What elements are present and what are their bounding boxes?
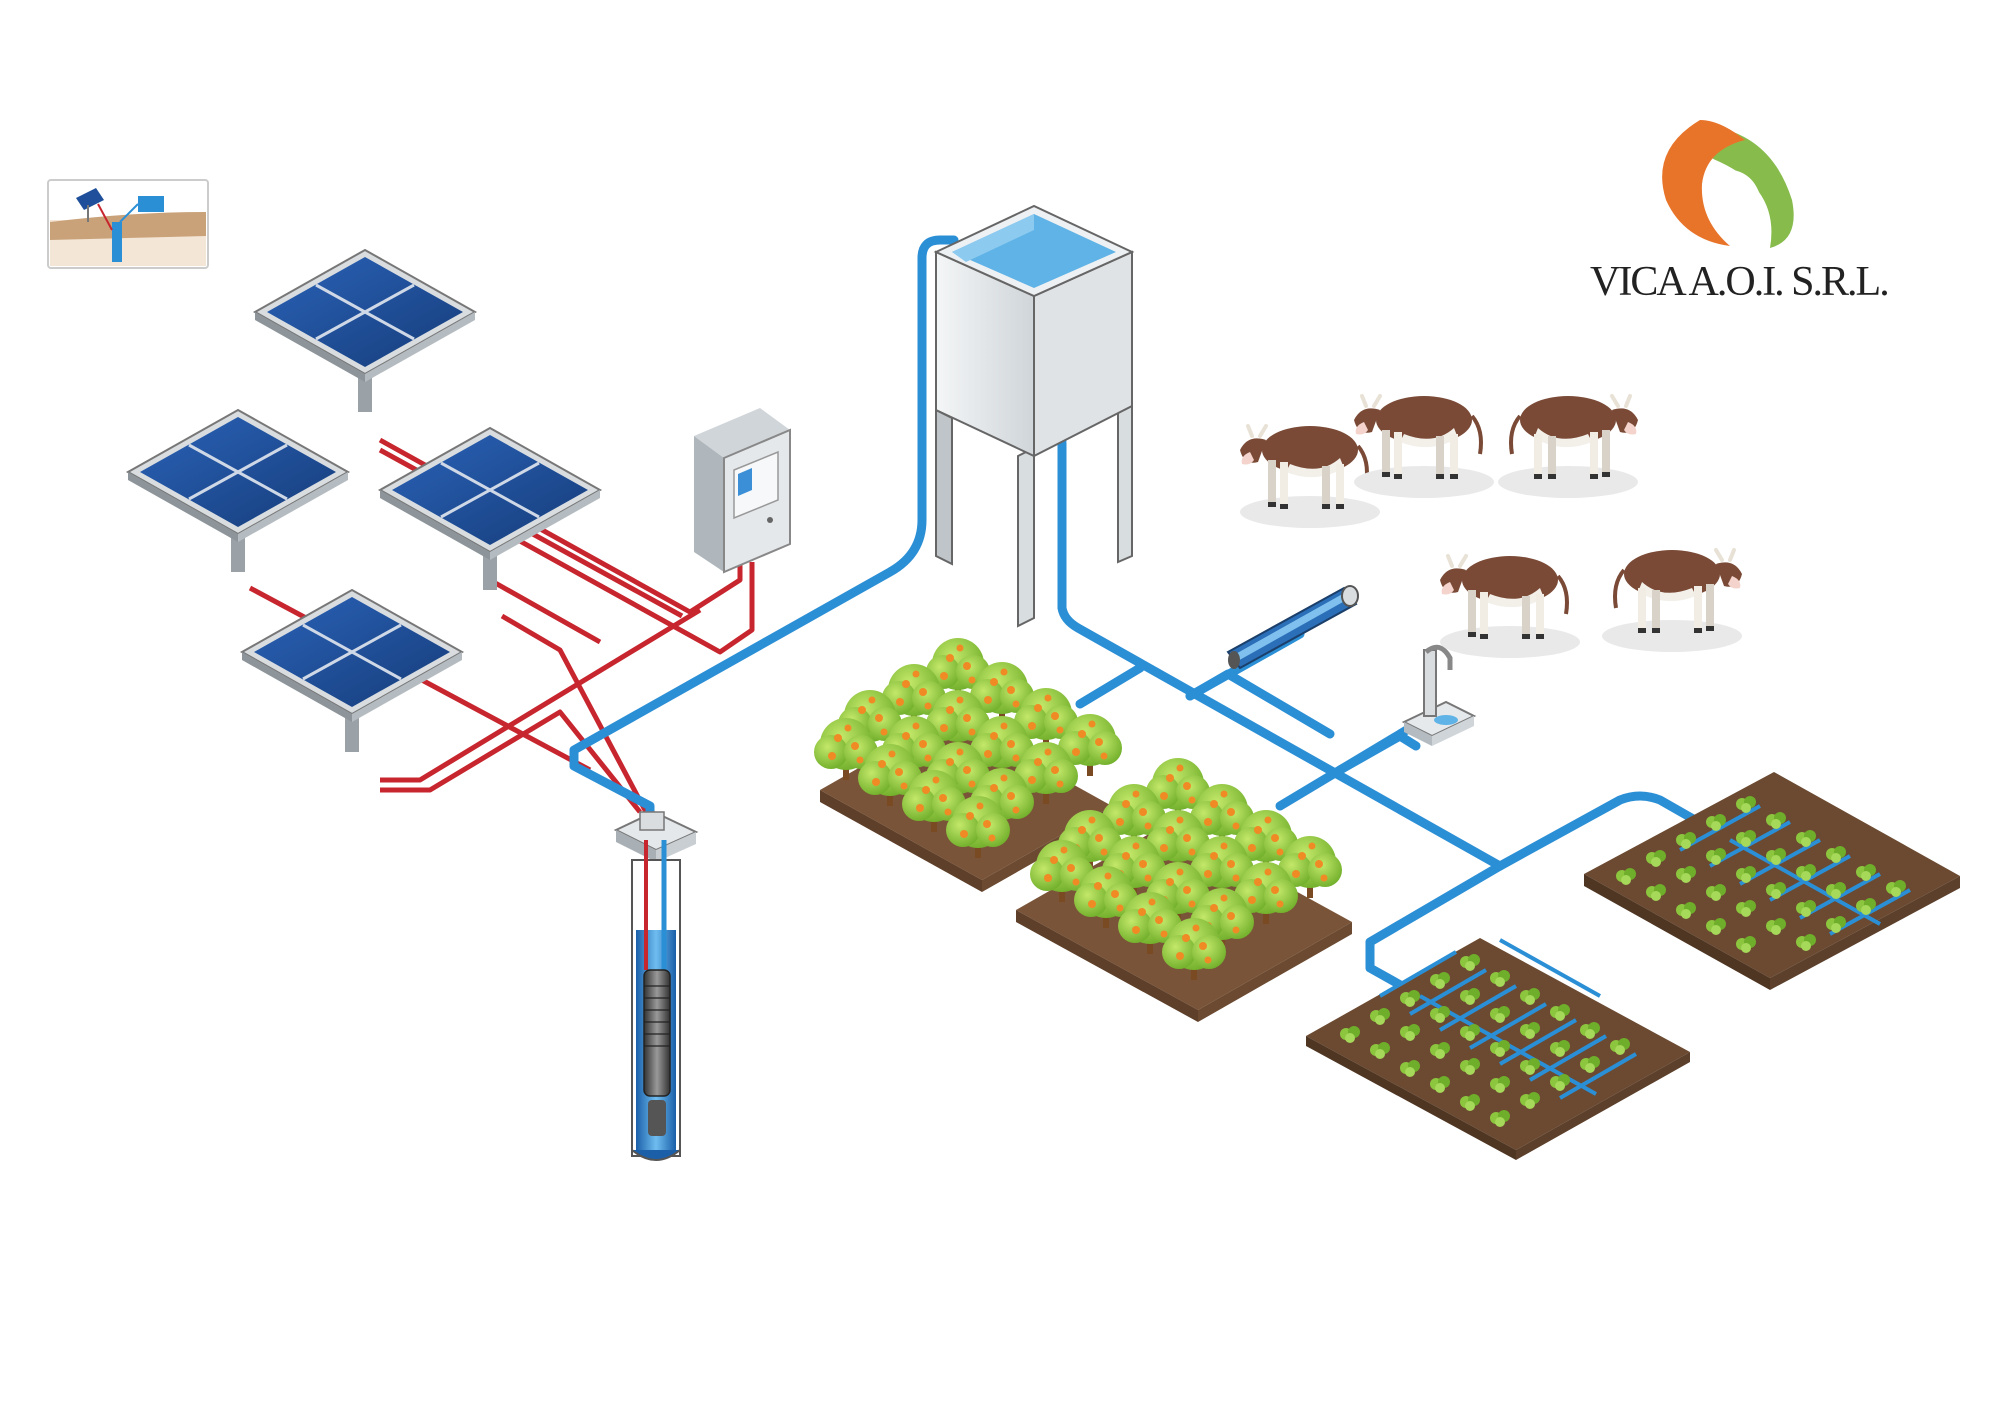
controller-box-icon (694, 408, 791, 574)
cow-icon (1438, 554, 1582, 660)
water-tower-icon (933, 204, 1135, 628)
borehole-pump-icon (613, 810, 699, 1161)
filter-tube-icon (1226, 585, 1359, 670)
cow-icon (1600, 548, 1744, 654)
cow-icon (1352, 394, 1496, 500)
solar-panel-icon (126, 408, 350, 574)
company-logo-icon (1662, 120, 1794, 248)
solar-panel-icon (240, 588, 464, 754)
orchard-field (1016, 758, 1352, 1022)
solar-panel-icon (253, 248, 477, 414)
system-thumbnail-icon (47, 179, 209, 269)
company-name: VICA A.O.I. S.R.L. (1590, 259, 1890, 305)
water-tap-icon (1401, 644, 1477, 746)
crop-field (1584, 772, 1960, 990)
cow-icon (1496, 394, 1640, 500)
crop-field (1306, 938, 1690, 1160)
